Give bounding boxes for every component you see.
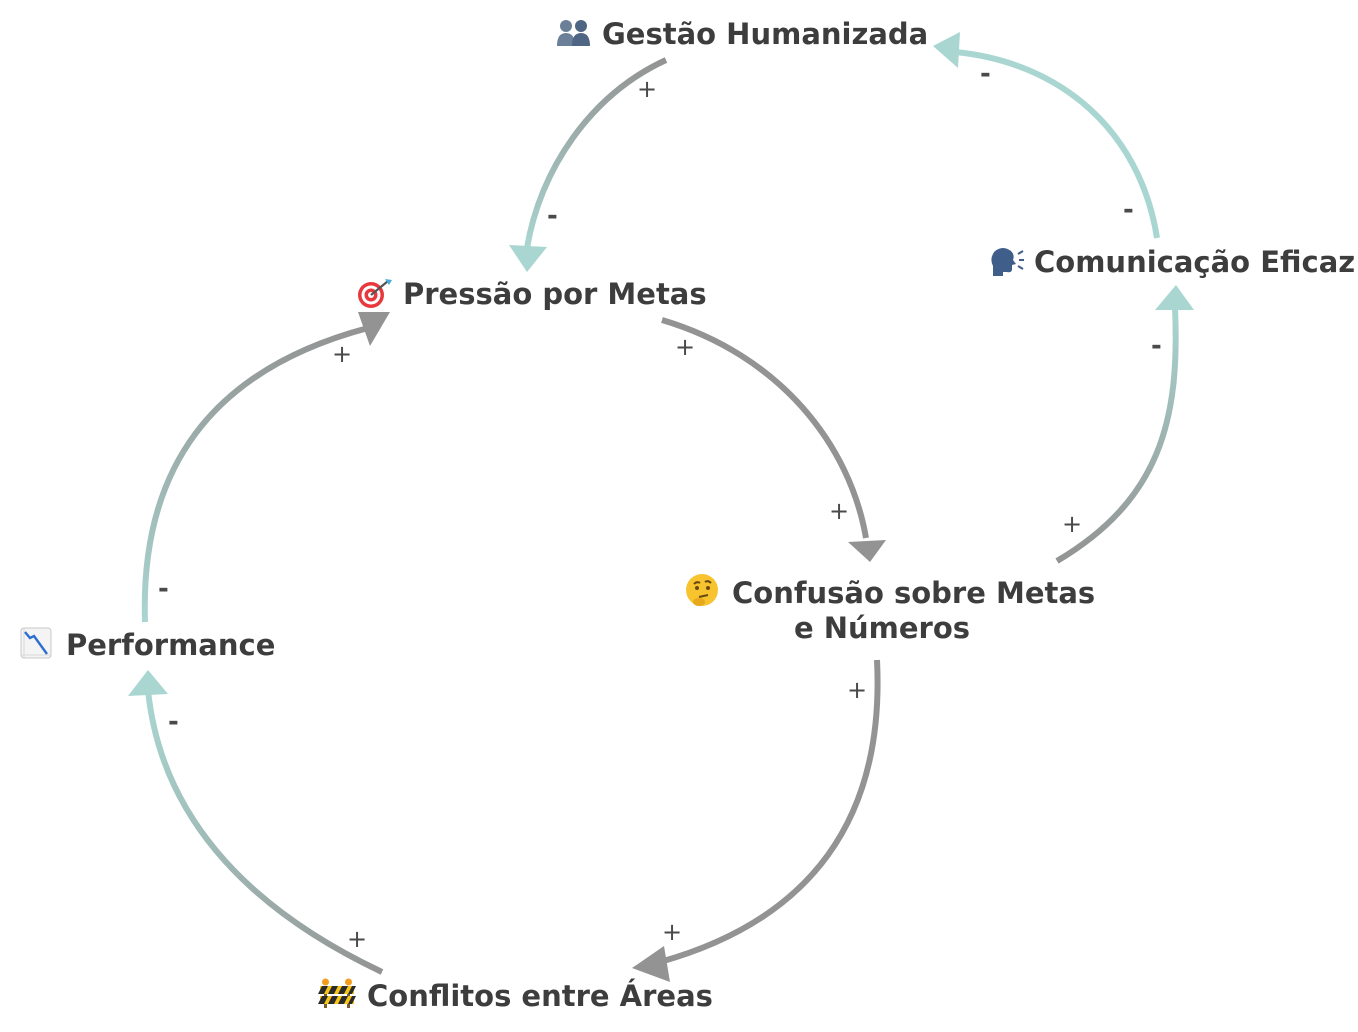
link-sign-start: - — [158, 574, 169, 604]
link-curve — [1055, 307, 1179, 564]
arrowhead — [632, 946, 670, 982]
link-sign-start: + — [347, 925, 367, 953]
link-curve — [659, 659, 881, 965]
node-pressao-por-metas[interactable]: Pressão por Metas — [358, 277, 707, 311]
arrowhead — [128, 670, 168, 696]
node-confusao-sobre-metas[interactable]: Confusão sobre Metas e Números — [686, 574, 1095, 645]
target-icon — [358, 279, 392, 308]
arrowhead — [848, 540, 886, 562]
node-label: Comunicação Eficaz — [1034, 245, 1355, 279]
arrowhead — [1155, 285, 1194, 310]
link-curve — [141, 325, 369, 623]
link-curve — [145, 689, 384, 975]
node-label: Conflitos entre Áreas — [367, 979, 713, 1013]
node-label: Gestão Humanizada — [602, 17, 928, 51]
link-curve — [661, 317, 869, 539]
speaking-head-icon — [991, 248, 1024, 276]
link-sign-end: - — [1151, 331, 1162, 361]
link-curve — [524, 57, 668, 249]
link-conflitos-to-performance: + - — [128, 670, 384, 975]
link-sign-start: + — [1062, 510, 1082, 538]
node-conflitos-entre-areas[interactable]: Conflitos entre Áreas — [318, 978, 713, 1014]
node-label-line-1: Confusão sobre Metas — [732, 576, 1095, 610]
arrowhead — [933, 32, 960, 68]
link-confusao-to-comunicacao: + - — [1055, 285, 1194, 564]
node-performance[interactable]: Performance — [20, 627, 275, 662]
arrowhead — [358, 312, 390, 346]
link-sign-end: + — [829, 497, 849, 525]
link-pressao-to-confusao: + + — [661, 317, 886, 562]
chart-decreasing-icon — [20, 627, 52, 659]
link-sign-end: + — [662, 918, 682, 946]
link-sign-start: + — [637, 75, 657, 103]
node-label: Pressão por Metas — [403, 277, 707, 311]
link-confusao-to-conflitos: + + — [632, 659, 881, 982]
link-sign-end: - — [547, 201, 558, 231]
link-gestao-to-pressao: + - — [509, 57, 668, 272]
node-label: Performance — [66, 628, 275, 662]
people-icon — [557, 20, 590, 46]
link-curve — [954, 49, 1160, 239]
link-comunicacao-to-gestao: - - — [933, 32, 1160, 239]
link-sign-end: + — [332, 340, 352, 368]
link-sign-start: + — [675, 333, 695, 361]
node-label-line-2: e Números — [794, 611, 970, 645]
arrowhead — [509, 245, 547, 272]
construction-barrier-icon — [318, 978, 356, 1008]
node-gestao-humanizada[interactable]: Gestão Humanizada — [557, 17, 928, 51]
link-sign-start: - — [1123, 195, 1134, 225]
link-performance-to-pressao: - + — [141, 312, 390, 623]
link-sign-end: - — [980, 59, 991, 89]
link-sign-end: - — [168, 707, 179, 737]
link-sign-start: + — [847, 676, 867, 704]
thinking-face-icon — [686, 574, 718, 606]
node-comunicacao-eficaz[interactable]: Comunicação Eficaz — [991, 245, 1355, 279]
